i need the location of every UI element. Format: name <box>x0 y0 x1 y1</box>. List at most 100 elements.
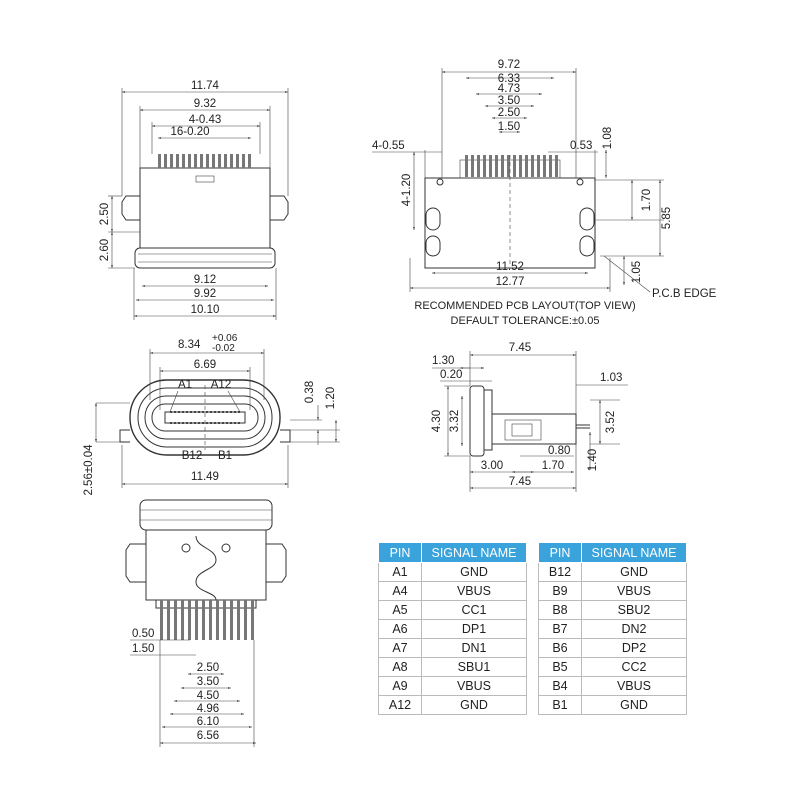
signal-cell: DP1 <box>421 619 527 639</box>
dim-9-12: 9.12 <box>194 274 216 286</box>
dim-0-53: 0.53 <box>570 140 592 152</box>
pin-cell: A5 <box>378 600 422 620</box>
pcb-edge-label: P.C.B EDGE <box>652 288 717 300</box>
dim-4-96: 4.96 <box>197 703 219 715</box>
dim-0-50: 0.50 <box>132 628 154 640</box>
signal-cell: GND <box>421 695 527 715</box>
dim-0-80: 0.80 <box>548 445 570 457</box>
bottom-body <box>145 529 267 601</box>
dim-2-50-pcb: 2.50 <box>498 107 520 119</box>
dim-6-56: 6.56 <box>197 730 219 742</box>
dim-3-52: 3.52 <box>605 411 617 433</box>
bottom-flange <box>139 499 273 531</box>
dim-1-30: 1.30 <box>432 355 454 367</box>
dim-0-38: 0.38 <box>304 381 316 403</box>
signal-cell: DN2 <box>581 619 687 639</box>
pin-cell: A7 <box>378 638 422 658</box>
dim-1-05: 1.05 <box>631 261 643 283</box>
dim-4-1-20: 4-1.20 <box>401 174 413 207</box>
side-flange <box>469 385 485 457</box>
dim-3-50: 3.50 <box>498 95 520 107</box>
dim-8-34: 8.34 <box>178 339 201 351</box>
pin-cell: B12 <box>538 562 582 582</box>
dim-4-50: 4.50 <box>197 690 219 702</box>
front-shell-outer <box>129 379 281 456</box>
signal-cell: VBUS <box>421 581 527 601</box>
col-signal-name: SIGNAL NAME <box>581 542 687 563</box>
bottom-view: 0.50 1.50 2.50 3.50 4.50 4.96 6.10 6.56 <box>125 499 287 747</box>
dim-9-32: 9.32 <box>194 98 216 110</box>
dim-1-50: 1.50 <box>498 121 520 133</box>
dim-10-10: 10.10 <box>191 304 220 316</box>
dim-2-60: 2.60 <box>99 239 111 261</box>
dim-1-70: 1.70 <box>641 189 653 211</box>
pin-cell: B4 <box>538 676 582 696</box>
signal-cell: VBUS <box>581 676 687 696</box>
signal-cell: GND <box>581 695 687 715</box>
dim-1-40: 1.40 <box>587 449 599 471</box>
pin-cell: B7 <box>538 619 582 639</box>
dim-4-73: 4.73 <box>498 83 520 95</box>
pin-cell: A9 <box>378 676 422 696</box>
signal-cell: GND <box>421 562 527 582</box>
dim-6-69: 6.69 <box>194 359 216 371</box>
pin-label-b1: B1 <box>218 450 232 462</box>
pin-label-b12: B12 <box>182 450 202 462</box>
col-pin: PIN <box>378 542 422 563</box>
dim-3-00: 3.00 <box>481 460 503 472</box>
dim-8-34-plus: +0.06 <box>212 333 238 344</box>
dim-7-45-bottom: 7.45 <box>509 476 531 488</box>
top-view: 11.74 9.32 4-0.43 16-0.20 2.50 2.60 9.12… <box>99 80 289 320</box>
dim-2-50: 2.50 <box>99 203 111 225</box>
signal-cell: SBU2 <box>581 600 687 620</box>
dim-1-70-side: 1.70 <box>542 460 564 472</box>
dim-4-0-43: 4-0.43 <box>189 114 222 126</box>
dim-4-0-55: 4-0.55 <box>372 140 405 152</box>
dim-9-72: 9.72 <box>498 59 520 71</box>
signal-cell: DP2 <box>581 638 687 658</box>
dim-4-30: 4.30 <box>431 410 443 432</box>
dim-3-32: 3.32 <box>449 410 461 432</box>
signal-cell: VBUS <box>581 581 687 601</box>
signal-cell: CC1 <box>421 600 527 620</box>
pcb-layout-note: RECOMMENDED PCB LAYOUT(TOP VIEW) <box>414 300 635 312</box>
dim-1-50-bottom: 1.50 <box>132 643 154 655</box>
pin-cell: B6 <box>538 638 582 658</box>
pcb-layout-view: 9.72 6.33 4.73 3.50 2.50 1.50 4-0.55 4-1… <box>372 59 717 327</box>
side-view: 7.45 1.30 0.20 1.03 4.30 3.32 3.52 0.80 … <box>431 342 628 492</box>
pin-cell: A1 <box>378 562 422 582</box>
signal-cell: GND <box>581 562 687 582</box>
dim-11-74: 11.74 <box>191 80 220 92</box>
pin-cell: A8 <box>378 657 422 677</box>
pin-table-a-header: PIN SIGNAL NAME <box>378 542 527 563</box>
dim-3-50-bottom: 3.50 <box>197 676 219 688</box>
dim-11-49: 11.49 <box>191 471 219 483</box>
dim-1-08: 1.08 <box>602 127 614 149</box>
pin-cell: B9 <box>538 581 582 601</box>
dim-16-0-20: 16-0.20 <box>170 126 209 138</box>
dim-2-50-bottom: 2.50 <box>197 662 219 674</box>
dim-11-52: 11.52 <box>496 261 524 273</box>
pin-label-a1: A1 <box>178 379 192 391</box>
top-body <box>139 167 271 249</box>
tolerance-note: DEFAULT TOLERANCE:±0.05 <box>451 315 600 327</box>
dim-8-34-minus: -0.02 <box>212 343 235 354</box>
dim-5-85: 5.85 <box>661 207 673 229</box>
pcb-pads <box>465 155 558 177</box>
